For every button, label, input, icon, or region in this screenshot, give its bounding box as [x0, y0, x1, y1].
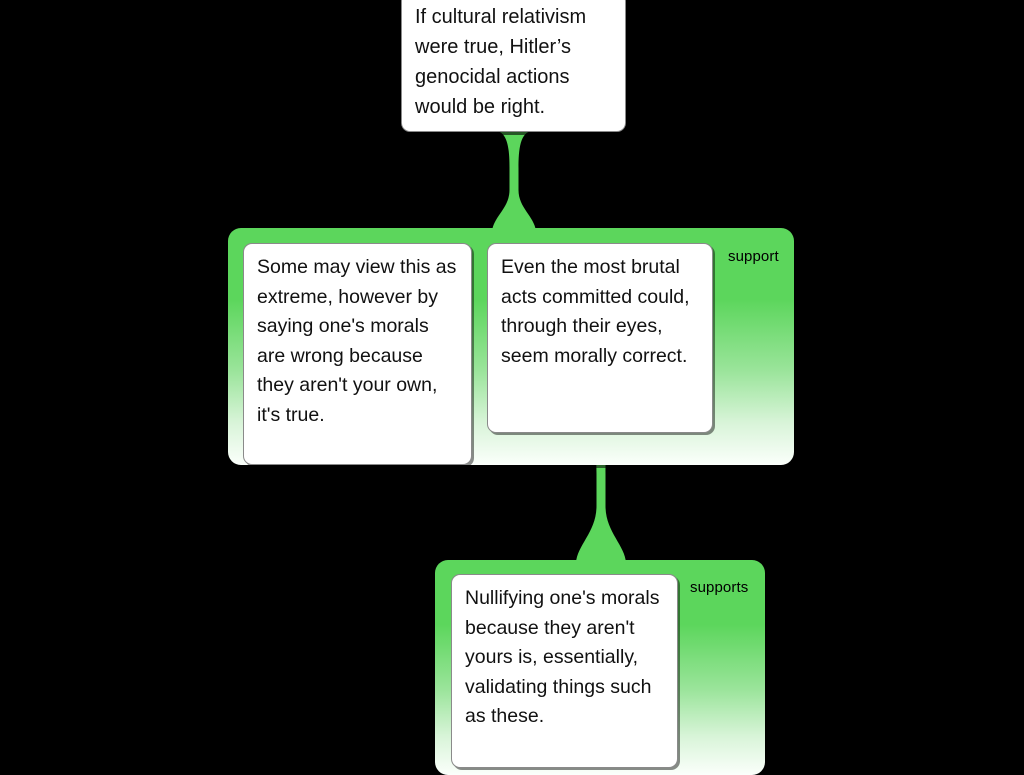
claim-card-reason-1-text: Some may view this as extreme, however b…	[257, 256, 457, 426]
claim-card-reason-2[interactable]: Even the most brutal acts committed coul…	[487, 243, 713, 433]
claim-card-reason-2-text: Even the most brutal acts committed coul…	[501, 256, 690, 367]
claim-card-reason-3[interactable]: Nullifying one's morals because they are…	[451, 574, 678, 768]
claim-card-root-text: If cultural relativism were true, Hitler…	[415, 6, 587, 118]
claim-card-reason-3-text: Nullifying one's morals because they are…	[465, 587, 660, 727]
connector-root-to-support-group-1	[492, 131, 536, 231]
claim-card-reason-1[interactable]: Some may view this as extreme, however b…	[243, 243, 472, 465]
support-group-label-2: supports	[690, 579, 749, 596]
claim-card-root[interactable]: If cultural relativism were true, Hitler…	[401, 0, 626, 132]
support-group-label-1: support	[728, 248, 779, 265]
